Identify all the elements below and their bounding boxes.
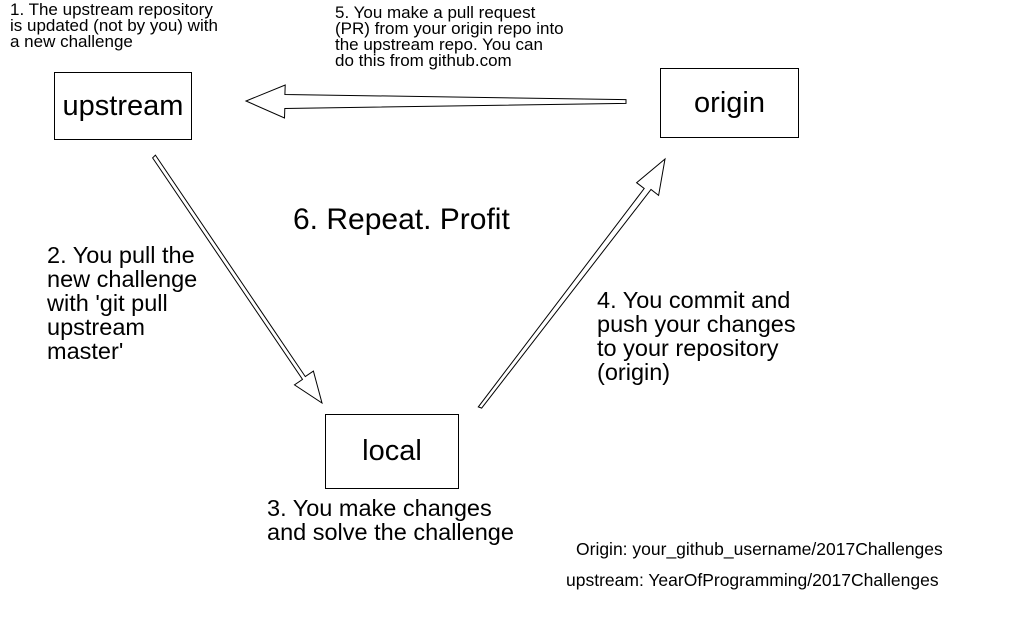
- upstream-repo-legend: upstream: YearOfProgramming/2017Challeng…: [566, 570, 939, 590]
- arrow-local-to-origin: [477, 157, 666, 409]
- origin-node: origin: [660, 68, 799, 138]
- upstream-node-label: upstream: [62, 89, 184, 122]
- arrow-upstream-to-local: [151, 154, 323, 405]
- step4-note: 4. You commit and push your changes to y…: [597, 287, 796, 385]
- step5-note: 5. You make a pull request (PR) from you…: [335, 3, 564, 70]
- step2-note: 2. You pull the new challenge with 'git …: [47, 242, 198, 364]
- local-node: local: [325, 414, 459, 489]
- step1-note: 1. The upstream repository is updated (n…: [10, 0, 218, 51]
- local-node-label: local: [362, 435, 422, 467]
- arrow-origin-to-upstream: [244, 84, 627, 119]
- step3-note: 3. You make changes and solve the challe…: [267, 495, 514, 545]
- origin-repo-legend: Origin: your_github_username/2017Challen…: [576, 539, 943, 559]
- upstream-node: upstream: [54, 72, 192, 140]
- origin-node-label: origin: [694, 86, 765, 119]
- step6-note: 6. Repeat. Profit: [293, 203, 510, 236]
